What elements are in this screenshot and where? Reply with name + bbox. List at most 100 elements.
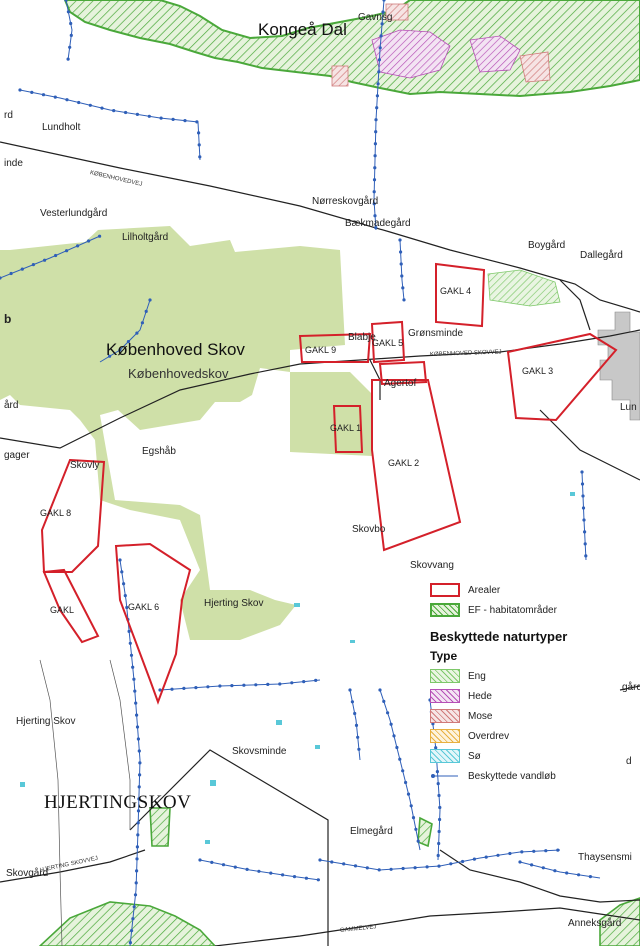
stream-dot [581, 506, 586, 510]
legend-vandlob-label: Beskyttede vandløb [468, 770, 556, 782]
legend-arealer-label: Arealer [468, 584, 501, 596]
stream-dot [582, 518, 586, 522]
town-grey [597, 311, 640, 421]
stream-dot [65, 249, 69, 253]
stream-dot [375, 106, 379, 110]
stream-dot [398, 238, 402, 242]
stream-dot [195, 120, 199, 124]
stream-dot [314, 678, 318, 683]
stream-dot [198, 155, 202, 159]
stream-dot [133, 893, 138, 897]
stream-dot [135, 725, 140, 729]
stream-dot [206, 685, 210, 689]
area-label-gakl8[interactable]: GAKL 8 [40, 508, 72, 518]
area-label-gakl5[interactable]: GAKL 5 [372, 338, 404, 348]
stream-dot [584, 554, 588, 558]
label-blabjerg: Blabje [348, 332, 376, 343]
area-label-gakl7[interactable]: GAKL [50, 605, 75, 615]
stream-dot [197, 131, 201, 135]
stream-dot [496, 853, 500, 857]
stream-dot [392, 734, 396, 738]
stream-dot [136, 809, 141, 813]
stream-dot [580, 482, 585, 486]
stream-dot [124, 110, 128, 115]
area-label-gakl3[interactable]: GAKL 3 [522, 366, 554, 376]
stream-dot [380, 22, 384, 26]
stream-dot [375, 94, 379, 98]
stream-dot [140, 321, 144, 325]
stream-dot [382, 0, 386, 2]
stream-dot [87, 239, 91, 243]
stream-dot [386, 711, 390, 715]
stream-dot [374, 118, 378, 122]
label-kongea-dal: Kongeå Dal [258, 20, 347, 39]
stream-dot [530, 863, 534, 867]
stream-dot [128, 941, 132, 945]
area-label-gakl6[interactable]: GAKL 6 [128, 602, 160, 612]
stream-dot [378, 46, 382, 50]
stream-dot [583, 530, 587, 534]
stream-dot [135, 857, 139, 861]
label-norreskovgard: Nørreskovgård [312, 196, 379, 207]
stream-dot [54, 253, 58, 258]
habitat-bottom [38, 807, 640, 946]
stream-dot [399, 250, 403, 254]
label-skovvang: Skovvang [410, 560, 454, 571]
label-gronsminde: Grønsminde [408, 328, 464, 339]
stream-dot [158, 688, 162, 692]
stream-dot [135, 845, 139, 849]
stream-dot [130, 929, 134, 933]
stream-dot [118, 558, 122, 562]
so-swatch [430, 749, 460, 763]
stream-dot [137, 797, 141, 801]
stream-dot [402, 298, 406, 302]
stream-dot [20, 267, 24, 271]
stream-dot [100, 106, 104, 110]
area-label-gakl2[interactable]: GAKL 2 [388, 458, 420, 468]
stream-dot [348, 688, 352, 692]
stream-dot [389, 867, 393, 871]
stream-dot [434, 746, 438, 750]
stream-dot [425, 865, 429, 869]
stream-dot [77, 100, 81, 105]
stream-dot [53, 95, 57, 99]
stream-dot [88, 103, 92, 107]
area-label-gakl1[interactable]: GAKL 1 [330, 423, 362, 433]
label-egshab: Egshåb [142, 446, 176, 457]
stream-dot [404, 780, 408, 785]
stream-dot [66, 57, 70, 61]
stream-dot [399, 262, 403, 266]
stream-dot [449, 862, 453, 866]
label-agertof: Agertof [384, 378, 417, 389]
stream-dot [553, 869, 557, 873]
stream-dot [437, 864, 441, 868]
stream-dot [377, 58, 381, 62]
stream-dot [41, 93, 46, 97]
area-label-gakl4[interactable]: GAKL 4 [440, 286, 472, 296]
stream-dot [374, 130, 378, 134]
stream-dot [132, 677, 136, 681]
stream-dot [98, 234, 102, 238]
label-kobenhovedskov: Københovedskov [128, 366, 229, 381]
label-skovsminde: Skovsminde [232, 746, 287, 757]
label-ard-left: ård [4, 400, 19, 411]
stream-dot [108, 354, 112, 358]
area-label-gakl9[interactable]: GAKL 9 [305, 345, 337, 355]
legend-eng-label: Eng [468, 670, 486, 682]
stream-dot [198, 858, 202, 862]
stream-dot [350, 700, 354, 704]
stream-line-icon [431, 774, 458, 778]
stream-dot [269, 871, 273, 875]
stream-dot [127, 629, 131, 634]
stream-dot [435, 770, 439, 774]
stream-dot [257, 869, 261, 873]
arealer-swatch [430, 583, 460, 597]
stream-dot [126, 340, 130, 344]
stream-dot [395, 745, 399, 750]
stream-dot [112, 109, 116, 113]
stream-dot [134, 881, 138, 885]
eng-patches [487, 269, 561, 307]
label-b-left: b [4, 312, 12, 326]
stream-dot [170, 687, 174, 691]
